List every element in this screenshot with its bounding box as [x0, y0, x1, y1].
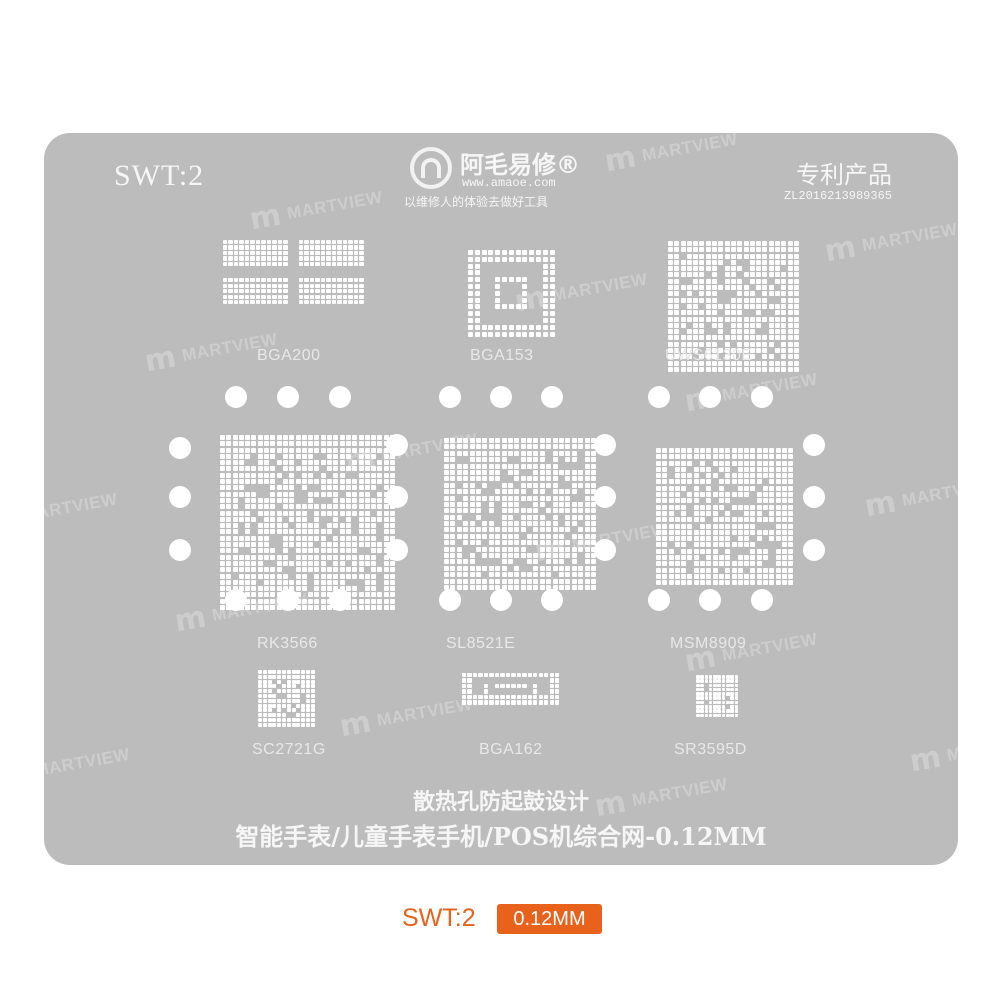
stencil-model-code: SWT:2: [114, 159, 205, 192]
vent-hole: [386, 486, 408, 508]
vent-hole: [329, 386, 351, 408]
brand-slogan: 以维修人的体验去做好工具: [404, 195, 549, 209]
martview-m-logo-icon: m: [821, 229, 860, 270]
vent-hole: [439, 589, 461, 611]
brand-url: www.amaoe.com: [462, 176, 556, 190]
martview-m-logo-icon: m: [336, 704, 375, 745]
vent-hole: [541, 589, 563, 611]
vent-hole: [386, 434, 408, 456]
vent-hole: [329, 589, 351, 611]
chip-pad-array: [223, 240, 365, 305]
chip-pad-array: [656, 448, 794, 586]
stencil-feature-text: 散热孔防起鼓设计: [412, 790, 589, 815]
patent-title: 专利产品: [796, 161, 892, 189]
stencil-description: 智能手表/儿童手表手机/POS机综合网-0.12MM: [235, 822, 767, 851]
chip-pad-array: [696, 675, 739, 718]
amaoe-logo-icon: [410, 147, 452, 189]
vent-hole: [751, 386, 773, 408]
chip-label: UWS6130E: [665, 347, 753, 364]
chip-label: SL8521E: [446, 635, 516, 652]
vent-hole: [490, 589, 512, 611]
vent-hole: [439, 386, 461, 408]
vent-hole: [594, 486, 616, 508]
vent-hole: [490, 386, 512, 408]
vent-hole: [699, 589, 721, 611]
chip-pad-array: [258, 670, 315, 727]
martview-m-logo-icon: m: [171, 599, 210, 640]
chip-label: RK3566: [257, 635, 318, 652]
vent-hole: [594, 539, 616, 561]
chip-label: BGA153: [470, 347, 534, 364]
vent-hole: [699, 386, 721, 408]
chip-label: BGA200: [257, 347, 321, 364]
vent-hole: [594, 434, 616, 456]
martview-m-logo-icon: m: [141, 339, 180, 380]
vent-hole: [277, 589, 299, 611]
patent-number: ZL2016213989365: [783, 189, 892, 203]
vent-hole: [225, 589, 247, 611]
chip-label: SR3595D: [674, 741, 747, 758]
martview-m-logo-icon: m: [246, 197, 285, 238]
chip-pad-array: [220, 435, 396, 611]
vent-hole: [751, 589, 773, 611]
chip-pad-array: [468, 250, 555, 337]
martview-m-logo-icon: m: [906, 739, 945, 780]
brand-logo: 阿毛易修® www.amaoe.com 以维修人的体验去做好工具: [404, 145, 600, 215]
vent-hole: [169, 486, 191, 508]
vent-hole: [386, 539, 408, 561]
martview-m-logo-icon: m: [861, 484, 900, 525]
chip-label: SC2721G: [252, 741, 326, 758]
vent-hole: [803, 539, 825, 561]
vent-hole: [169, 539, 191, 561]
vent-hole: [225, 386, 247, 408]
vent-hole: [277, 386, 299, 408]
vent-hole: [541, 386, 563, 408]
martview-m-logo-icon: m: [601, 139, 640, 180]
chip-pad-array: [462, 673, 560, 705]
watermark: MARTVIEW: [44, 744, 132, 781]
product-model: SWT:2: [402, 904, 476, 932]
thickness-badge: 0.12MM: [497, 904, 602, 934]
vent-hole: [169, 437, 191, 459]
vent-hole: [648, 386, 670, 408]
chip-label: MSM8909: [670, 635, 747, 652]
vent-hole: [803, 486, 825, 508]
vent-hole: [803, 434, 825, 456]
chip-pad-array: [668, 241, 799, 372]
chip-pad-array: [444, 438, 596, 590]
brand-name: 阿毛易修®: [460, 151, 580, 179]
chip-label: BGA162: [479, 741, 543, 758]
vent-hole: [648, 589, 670, 611]
